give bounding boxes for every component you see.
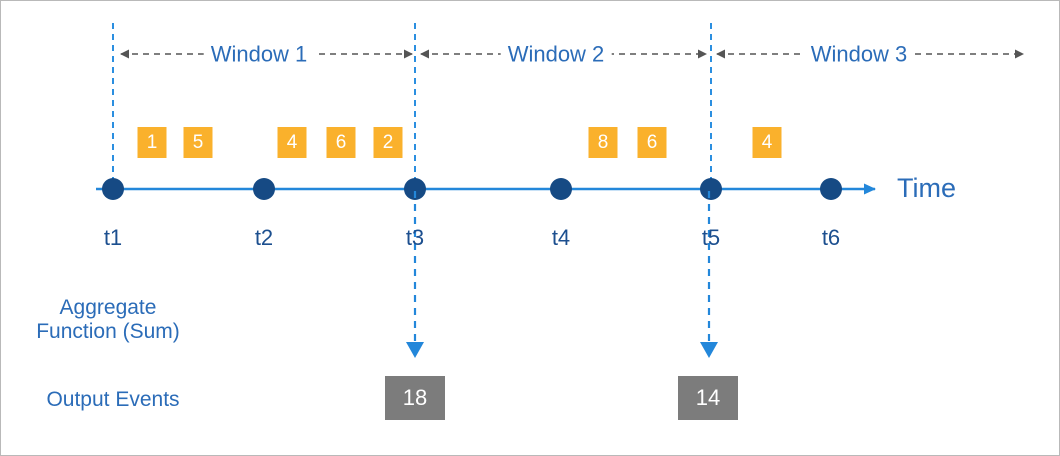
- tick-label-t1: t1: [103, 225, 123, 250]
- aggregate-function-line-1: Aggregate: [59, 295, 157, 319]
- input-event-box: 4: [277, 127, 307, 158]
- tick-label-t6: t6: [821, 225, 841, 250]
- time-axis-label: Time: [897, 173, 956, 203]
- window-label-1: Window 1: [203, 41, 315, 67]
- output-events-label: Output Events: [46, 387, 180, 411]
- tick-label-t4: t4: [551, 225, 571, 250]
- tick-label-t2: t2: [254, 225, 274, 250]
- input-event-box: 6: [637, 127, 667, 158]
- output-drop-arrows: [413, 191, 711, 341]
- input-event-box: 6: [326, 127, 356, 158]
- timeline-dots: [102, 178, 842, 200]
- output-arrowhead-t5: [700, 342, 718, 358]
- input-event-box: 4: [752, 127, 782, 158]
- input-event-box: 1: [137, 127, 167, 158]
- input-event-box: 8: [588, 127, 618, 158]
- input-event-box: 2: [373, 127, 403, 158]
- timeline-dot-t6: [820, 178, 842, 200]
- output-drop-arrowheads: [406, 342, 718, 358]
- tick-label-t3: t3: [405, 225, 425, 250]
- window-label-3: Window 3: [803, 41, 915, 67]
- timeline-dot-t4: [550, 178, 572, 200]
- output-event-box: 18: [385, 376, 445, 420]
- window-label-2: Window 2: [500, 41, 612, 67]
- aggregate-function-label: Aggregate Function (Sum): [36, 296, 180, 344]
- output-arrowhead-t3: [406, 342, 424, 358]
- timeline-dot-t1: [102, 178, 124, 200]
- timeline-dot-t2: [253, 178, 275, 200]
- aggregate-function-line-2: Function (Sum): [36, 320, 180, 343]
- timeline-dot-t3: [404, 178, 426, 200]
- output-event-box: 14: [678, 376, 738, 420]
- window-boundary-lines: [112, 23, 712, 187]
- input-event-box: 5: [183, 127, 213, 158]
- timeline-dot-t5: [700, 178, 722, 200]
- tick-label-t5: t5: [701, 225, 721, 250]
